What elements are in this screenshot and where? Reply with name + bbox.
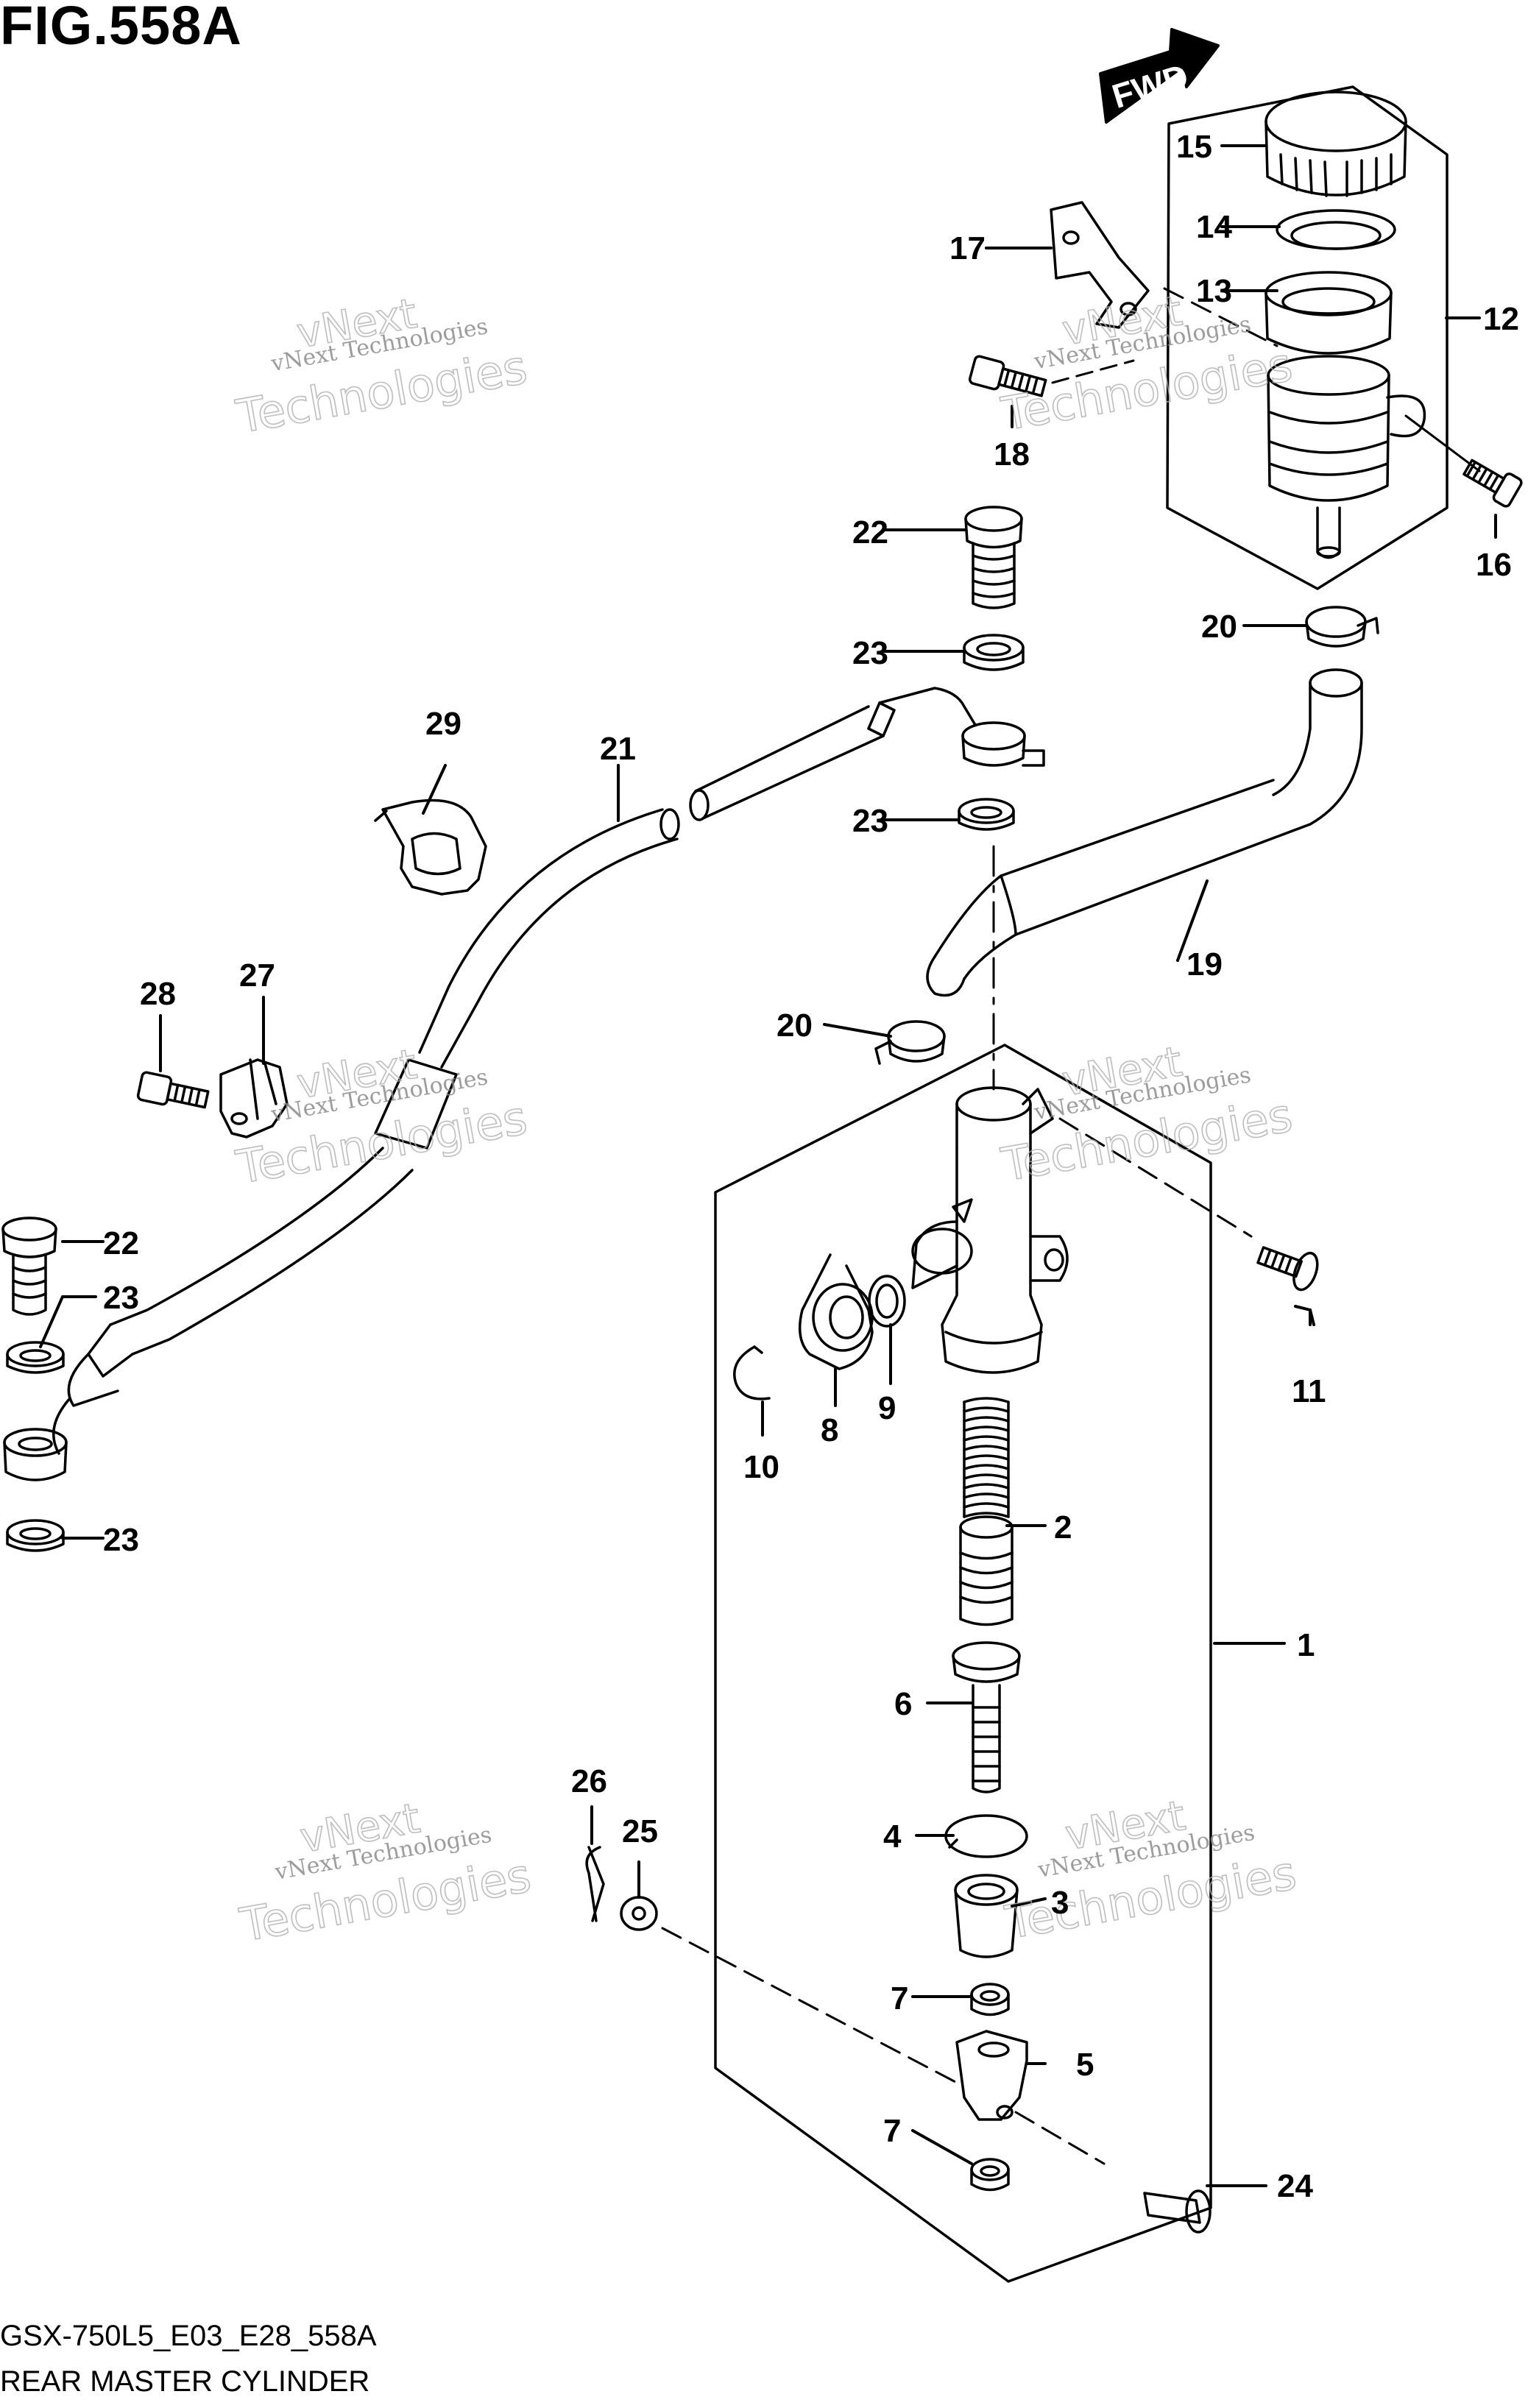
callout-3: 3 (1051, 1885, 1069, 1921)
master-cylinder-body (911, 1086, 1069, 1374)
callout-labels: 15 14 13 12 16 17 18 22 23 23 20 20 19 2… (103, 129, 1519, 2204)
o-ring (868, 1275, 906, 1328)
callout-4: 4 (883, 1819, 902, 1855)
callout-23-mid: 23 (852, 803, 888, 839)
callout-27: 27 (239, 957, 275, 994)
reservoir-group-outline (1166, 85, 1449, 590)
circlip-10 (733, 1345, 771, 1400)
callout-26: 26 (571, 1763, 607, 1799)
circlip-4 (944, 1814, 1028, 1858)
reservoir-bracket (1050, 201, 1150, 329)
reservoir-body (1267, 355, 1426, 559)
nut-7-lower (970, 2158, 1010, 2192)
callout-22-upper: 22 (852, 514, 888, 550)
nut-7-upper (970, 1983, 1010, 2016)
callout-16: 16 (1476, 547, 1512, 583)
callout-20-lower: 20 (777, 1008, 813, 1044)
callout-17: 17 (949, 230, 986, 266)
callout-29: 29 (425, 706, 461, 742)
callout-25: 25 (622, 1813, 658, 1849)
callout-20-upper: 20 (1201, 609, 1237, 645)
piston (959, 1515, 1014, 1626)
banjo-fitting-lower (3, 1428, 68, 1481)
bolt-18 (968, 355, 1047, 397)
fwd-arrow: FWD (1099, 28, 1220, 124)
inlet-connector (798, 1253, 874, 1370)
callout-28: 28 (140, 976, 176, 1012)
callout-2: 2 (1054, 1509, 1072, 1545)
figure-caption: REAR MASTER CYLINDER (0, 2365, 370, 2398)
dust-boot (954, 1874, 1019, 1958)
callout-13: 13 (1196, 273, 1232, 309)
callout-6: 6 (894, 1686, 912, 1722)
washer-25 (620, 1896, 658, 1931)
union-bolt-lower (1, 1217, 57, 1316)
callout-7-upper: 7 (891, 1980, 908, 2016)
callout-8: 8 (821, 1412, 838, 1448)
callout-19: 19 (1186, 946, 1223, 982)
bolt-11 (1256, 1246, 1319, 1292)
washer-23-upper (963, 634, 1025, 671)
clevis-pin (1143, 2189, 1212, 2234)
fwd-label: FWD (1108, 57, 1192, 116)
callout-15: 15 (1176, 129, 1212, 165)
clevis (955, 2030, 1028, 2121)
callout-12: 12 (1483, 301, 1519, 337)
brake-hose-21 (52, 701, 896, 1455)
union-bolt-upper (964, 506, 1023, 609)
model-code: GSX-750L5_E03_E28_558A (0, 2320, 377, 2352)
hose-clamp-29 (374, 798, 487, 896)
bolt-28 (136, 1071, 210, 1109)
callout-23-bottom: 23 (103, 1522, 139, 1558)
watermark-group: vNext Technologies vNext Technologies vN… (232, 287, 1301, 1953)
reservoir-hose-19 (926, 668, 1363, 997)
callout-23-left: 23 (103, 1280, 139, 1316)
bolt-16 (1462, 458, 1523, 508)
callout-23-upper: 23 (852, 635, 888, 671)
washer-23-left (6, 1341, 65, 1374)
callout-14: 14 (1196, 209, 1232, 245)
callout-10: 10 (743, 1449, 779, 1485)
hose-clip-upper (1305, 606, 1379, 648)
callout-21: 21 (600, 731, 636, 767)
figure-title: FIG.558A (0, 0, 242, 56)
callout-18: 18 (994, 436, 1030, 472)
reservoir-cap (1265, 91, 1407, 197)
banjo-fitting-upper (878, 687, 1045, 767)
callout-1: 1 (1297, 1627, 1315, 1663)
callout-5: 5 (1076, 2047, 1094, 2083)
callout-9: 9 (878, 1390, 896, 1426)
diaphragm (1265, 271, 1393, 355)
diaphragm-plate (1276, 209, 1396, 250)
washer-23-bottom (6, 1519, 65, 1552)
cotter-pin (585, 1846, 605, 1922)
callout-24: 24 (1277, 2168, 1313, 2204)
callout-7-lower: 7 (883, 2113, 901, 2149)
push-rod (952, 1641, 1021, 1793)
callout-11: 11 (1292, 1373, 1326, 1409)
callout-22-lower: 22 (103, 1225, 139, 1261)
hose-clip-lower (874, 1020, 946, 1065)
piston-spring (963, 1397, 1010, 1518)
washer-23-mid (958, 798, 1015, 831)
